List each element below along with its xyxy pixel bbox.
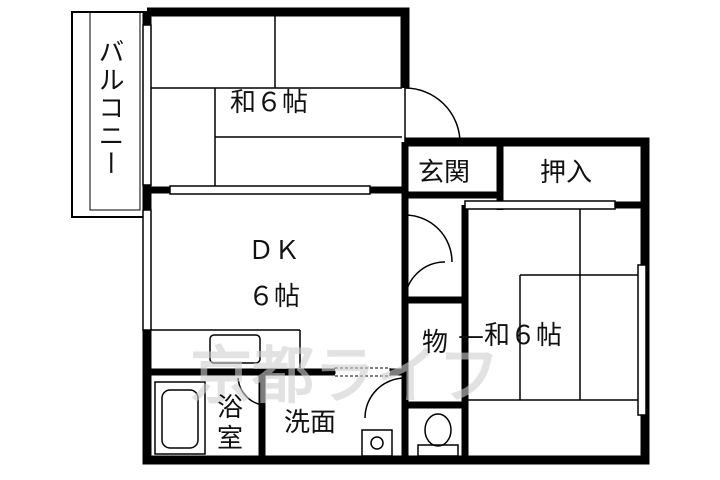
room-label-yokushitsu-1: 浴 <box>217 393 244 423</box>
room-label-dk-size: ６帖 <box>248 282 301 312</box>
room-label-mono: 物 <box>422 328 449 358</box>
room-label-yokushitsu-2: 室 <box>217 424 244 454</box>
washbasin <box>361 429 393 457</box>
sliding-door <box>334 367 391 377</box>
tatami-top <box>150 16 402 187</box>
toilet <box>417 413 459 457</box>
kitchen-counter <box>150 329 301 368</box>
room-label-senmen: 洗面 <box>284 408 337 438</box>
room-label-dk: ＤＫ <box>248 236 301 266</box>
bathtub <box>154 381 206 455</box>
doors <box>237 87 461 419</box>
room-label-washitsu-right: —和６帖 <box>458 321 563 351</box>
room-label-genkan: 玄関 <box>418 158 471 188</box>
balcony-inner <box>89 11 141 211</box>
room-label-washitsu-top: 和６帖 <box>230 88 309 118</box>
room-label-balcony: バルコニー <box>94 38 124 178</box>
room-label-oshiire: 押入 <box>540 158 593 188</box>
watermark: 京都ライフ <box>190 339 501 412</box>
windows <box>142 24 647 416</box>
tatami-right <box>468 209 641 401</box>
